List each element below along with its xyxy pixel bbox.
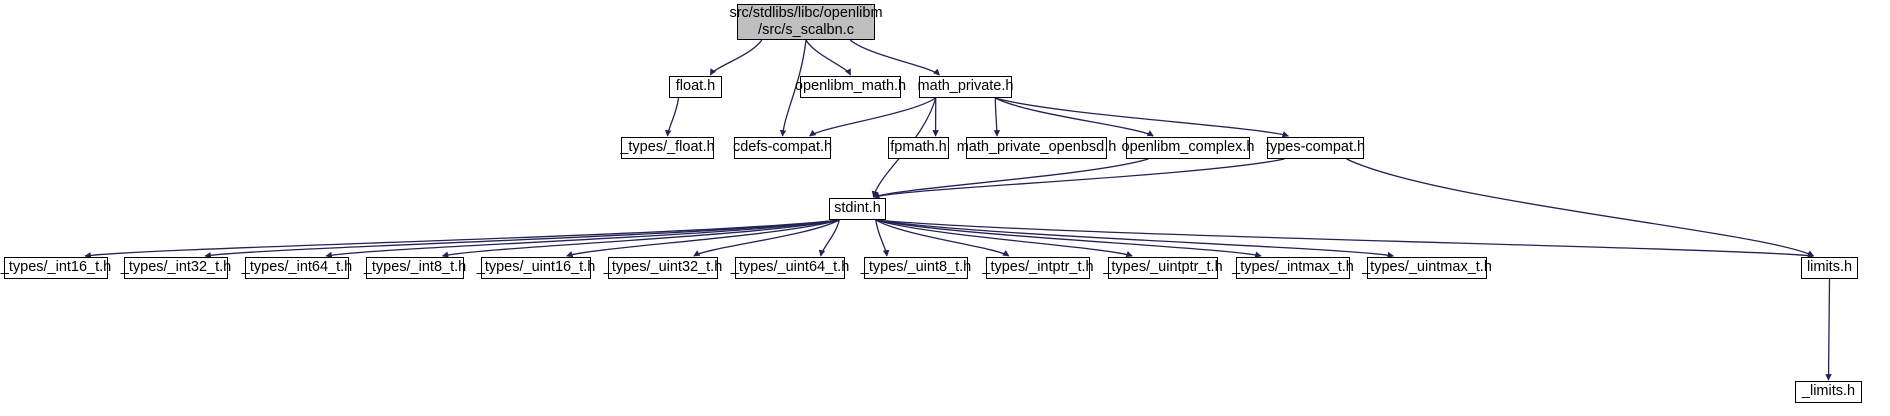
graph-edge-root-to-float <box>709 39 763 76</box>
graph-node-label: openlibm_complex.h <box>1121 139 1255 156</box>
graph-edge-math_private-to-openlibm_cplx <box>994 97 1154 137</box>
graph-edge-stdint-to-intptr <box>875 219 1010 257</box>
graph-edge-math_private-to-math_private_ob <box>993 97 1001 137</box>
graph-node-uintptr[interactable]: _types/_uintptr_t.h <box>1103 257 1223 279</box>
graph-node-label: fpmath.h <box>890 139 947 156</box>
graph-node-label: stdint.h <box>834 200 881 217</box>
graph-edge-float-to-types_float <box>664 97 680 137</box>
graph-node-cdefs_compat[interactable]: cdefs-compat.h <box>732 137 833 159</box>
graph-node-openlibm_cplx[interactable]: openlibm_complex.h <box>1122 137 1255 159</box>
graph-node-int16[interactable]: _types/_int16_t.h <box>0 257 112 279</box>
graph-node-math_private_ob[interactable]: math_private_openbsd.h <box>957 137 1116 159</box>
graph-edge-stdint-to-uintptr <box>875 219 1133 258</box>
graph-node-label: math_private_openbsd.h <box>956 139 1117 156</box>
graph-node-types_float[interactable]: _types/_float.h <box>620 137 715 159</box>
graph-node-label: _types/_uintmax_t.h <box>1362 259 1492 276</box>
graph-node-label: _types/_uint64_t.h <box>730 259 850 276</box>
graph-edge-types_compat-to-limits <box>1346 158 1815 257</box>
graph-node-_limits[interactable]: _limits.h <box>1795 381 1862 403</box>
graph-edge-stdint-to-intmax <box>875 219 1262 258</box>
graph-node-limits[interactable]: limits.h <box>1801 257 1858 279</box>
graph-node-label: _types/_uint16_t.h <box>476 259 596 276</box>
graph-node-label: _types/_int16_t.h <box>0 259 112 276</box>
graph-edge-stdint-to-int32 <box>204 219 840 259</box>
graph-edge-stdint-to-uintmax <box>875 219 1395 259</box>
graph-edge-math_private-to-cdefs_compat <box>809 97 937 137</box>
graph-edge-stdint-to-uint8 <box>875 219 890 257</box>
graph-node-stdint[interactable]: stdint.h <box>829 198 886 220</box>
graph-edge-limits-to-_limits <box>1825 278 1832 381</box>
graph-node-label: float.h <box>675 78 716 95</box>
graph-node-label: _types/_uint32_t.h <box>603 259 723 276</box>
graph-node-int32[interactable]: _types/_int32_t.h <box>120 257 232 279</box>
graph-node-label: _types/_uintptr_t.h <box>1103 259 1223 276</box>
graph-edge-types_compat-to-stdint <box>872 158 1285 199</box>
graph-node-int64[interactable]: _types/_int64_t.h <box>241 257 353 279</box>
graph-node-label: _types/_uint8_t.h <box>860 259 972 276</box>
graph-node-label: _types/_int32_t.h <box>120 259 232 276</box>
graph-node-label: types-compat.h <box>1265 139 1366 156</box>
graph-edge-stdint-to-uint32 <box>693 219 840 257</box>
graph-edge-stdint-to-int8 <box>441 219 840 258</box>
graph-node-label: _limits.h <box>1801 383 1856 400</box>
graph-edge-root-to-math_private <box>849 39 940 76</box>
graph-node-label: _types/_intptr_t.h <box>982 259 1094 276</box>
graph-edge-stdint-to-uint16 <box>566 219 840 258</box>
graph-node-uint16[interactable]: _types/_uint16_t.h <box>477 257 595 279</box>
graph-node-uintmax[interactable]: _types/_uintmax_t.h <box>1362 257 1492 279</box>
graph-node-label: _types/_intmax_t.h <box>1232 259 1354 276</box>
graph-node-label: cdefs-compat.h <box>732 139 833 156</box>
graph-node-root[interactable]: src/stdlibs/libc/openlibm /src/s_scalbn.… <box>729 4 883 40</box>
graph-node-uint64[interactable]: _types/_uint64_t.h <box>731 257 849 279</box>
graph-node-label: _types/_int64_t.h <box>241 259 353 276</box>
graph-node-float[interactable]: float.h <box>669 76 722 98</box>
graph-edge-stdint-to-limits <box>875 219 1815 259</box>
graph-node-uint32[interactable]: _types/_uint32_t.h <box>604 257 722 279</box>
graph-node-math_private[interactable]: math_private.h <box>917 76 1014 98</box>
graph-node-uint8[interactable]: _types/_uint8_t.h <box>860 257 972 279</box>
graph-node-types_compat[interactable]: types-compat.h <box>1265 137 1366 159</box>
graph-node-label: limits.h <box>1806 259 1853 276</box>
graph-node-intmax[interactable]: _types/_intmax_t.h <box>1232 257 1354 279</box>
graph-node-fpmath[interactable]: fpmath.h <box>888 137 949 159</box>
graph-node-label: _types/_float.h <box>620 139 715 156</box>
graph-node-label: openlibm_math.h <box>794 78 907 95</box>
graph-edge-stdint-to-int16 <box>84 219 840 259</box>
graph-node-label: src/stdlibs/libc/openlibm /src/s_scalbn.… <box>729 4 883 38</box>
graph-edge-openlibm_cplx-to-stdint <box>872 158 1149 199</box>
graph-node-openlibm_math[interactable]: openlibm_math.h <box>795 76 906 98</box>
graph-edge-stdint-to-uint64 <box>818 219 840 257</box>
graph-node-label: _types/_int8_t.h <box>363 259 467 276</box>
graph-node-label: math_private.h <box>917 78 1014 95</box>
graph-node-int8[interactable]: _types/_int8_t.h <box>363 257 467 279</box>
graph-edge-root-to-openlibm_math <box>805 39 852 76</box>
graph-node-intptr[interactable]: _types/_intptr_t.h <box>982 257 1094 279</box>
graph-edge-math_private-to-types_compat <box>995 97 1289 138</box>
graph-edge-stdint-to-int64 <box>325 219 840 259</box>
